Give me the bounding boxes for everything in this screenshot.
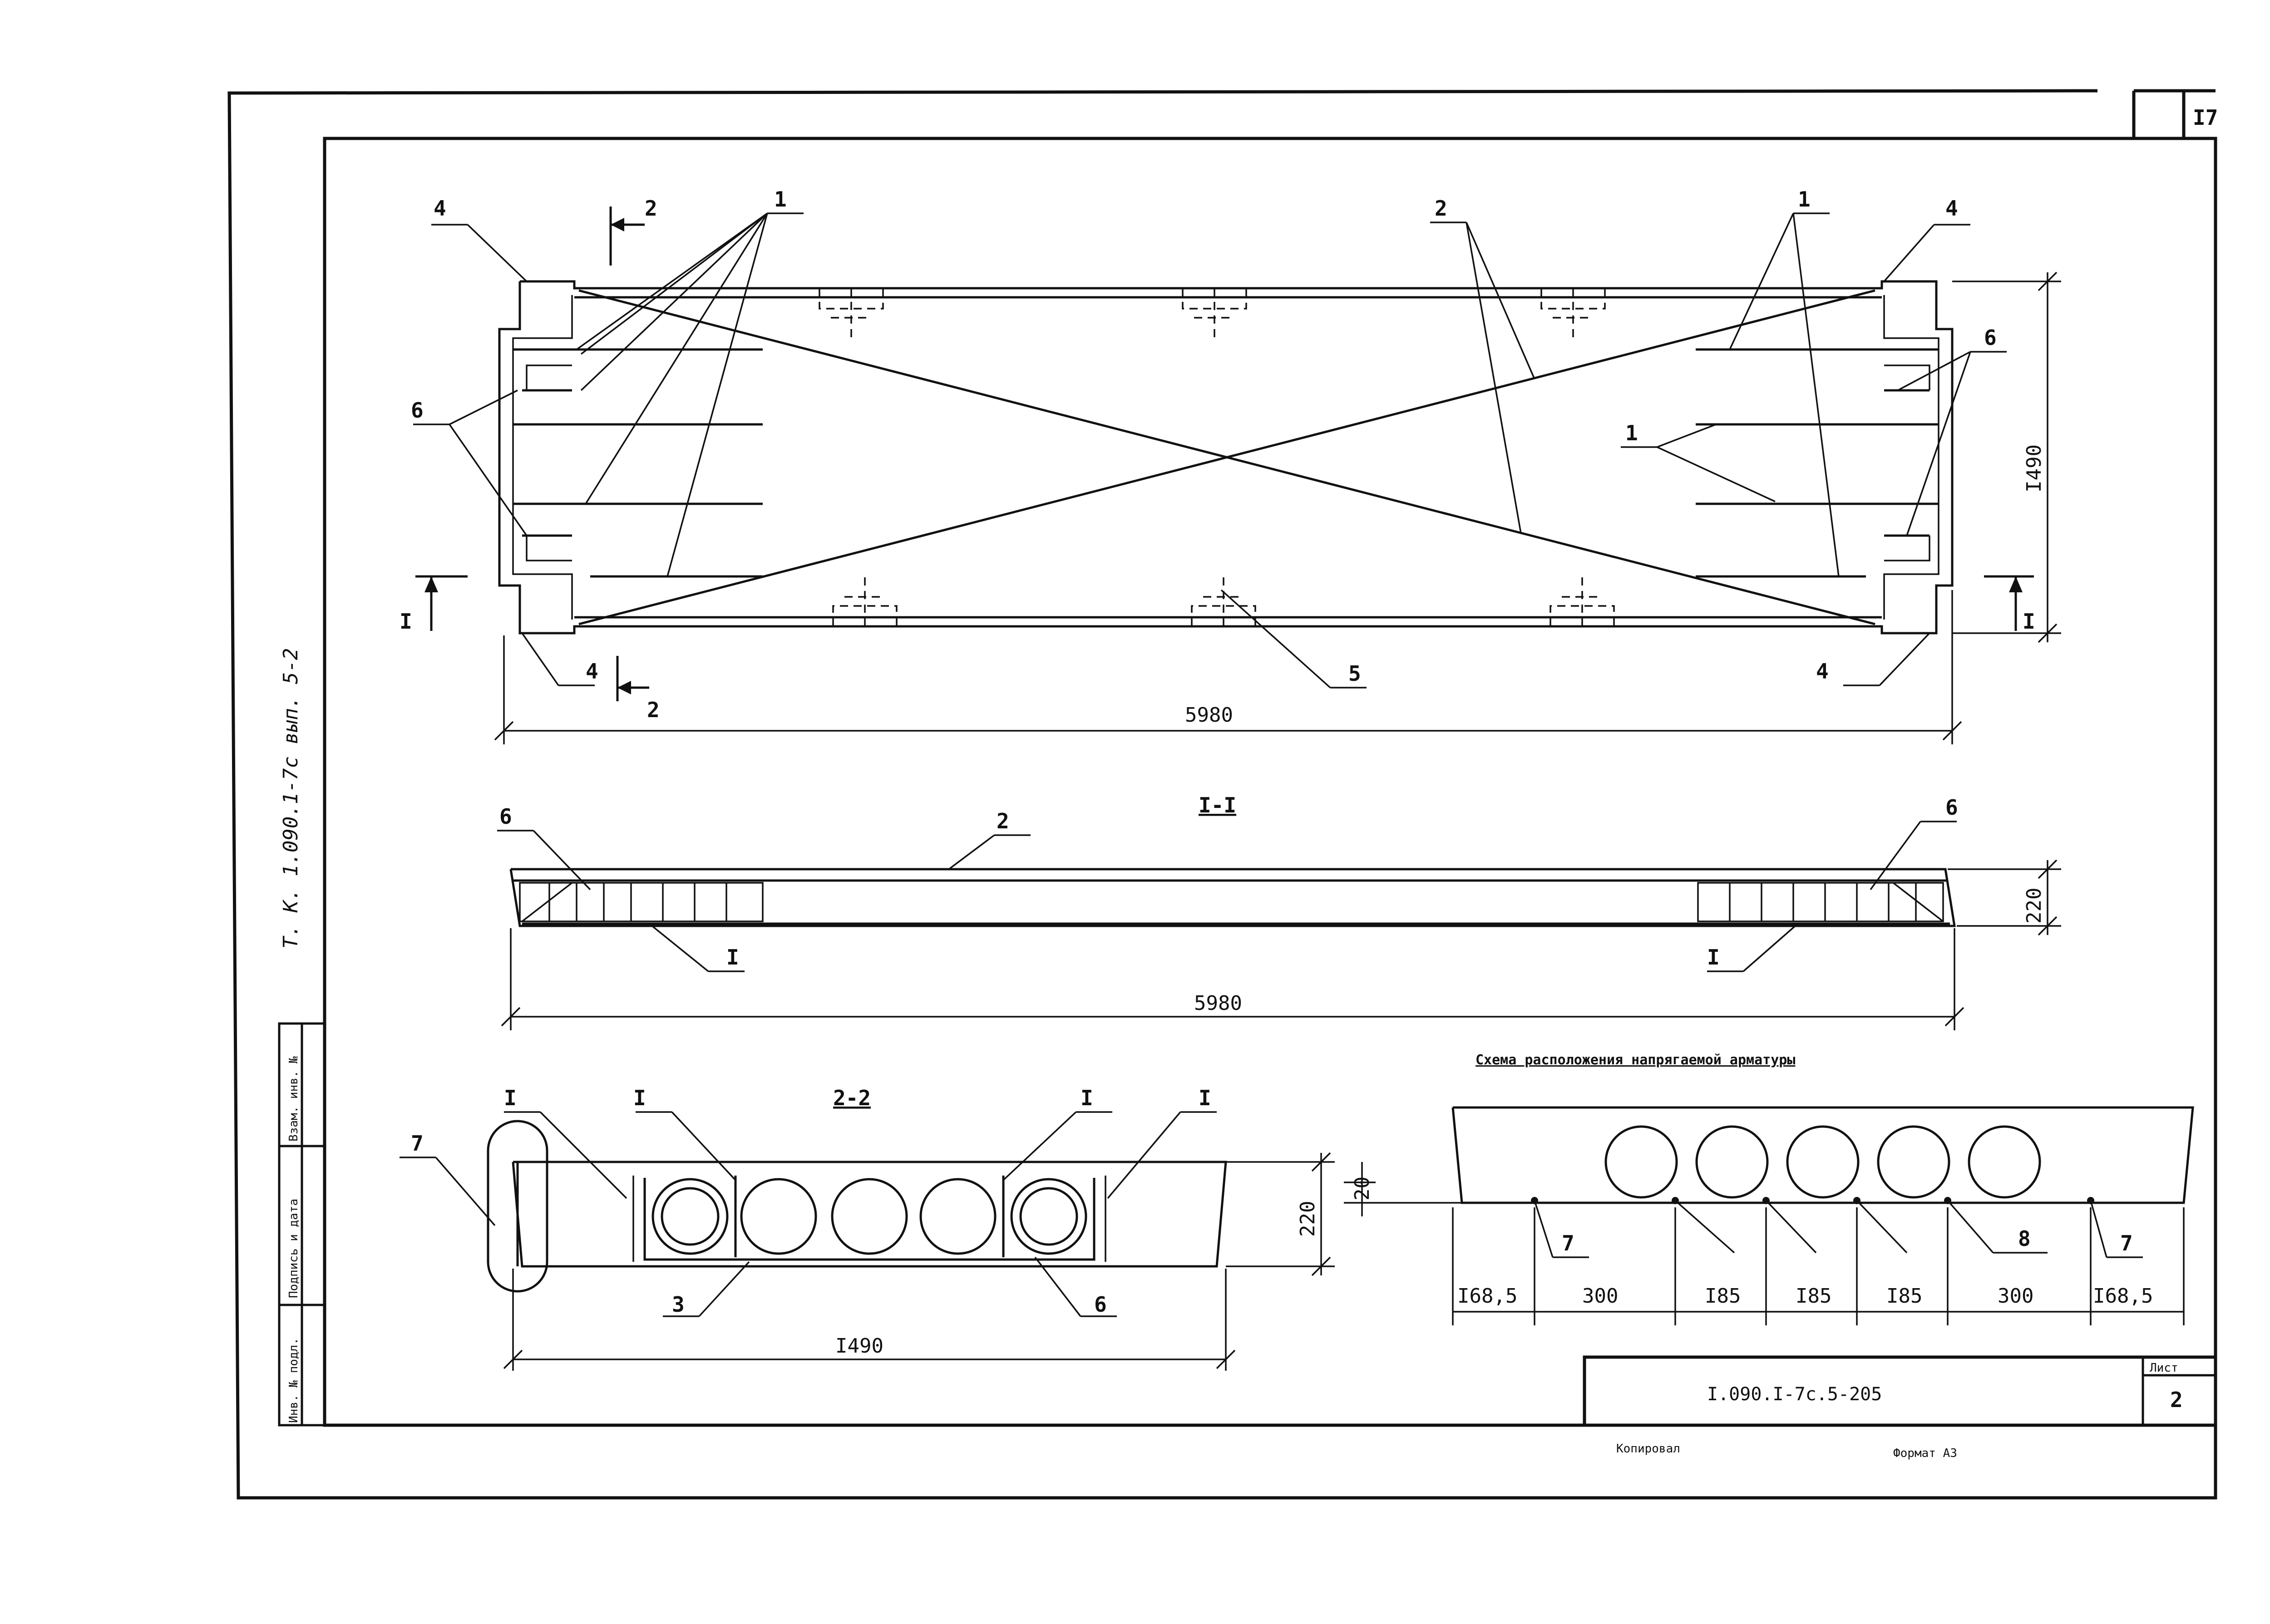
section-2-2 xyxy=(400,1111,1335,1371)
section-2-2-callout-3: 3 xyxy=(672,1292,685,1317)
section-1-1-callout-6-right: 6 xyxy=(1945,795,1958,820)
section-2-2-callout-i-2: I xyxy=(633,1086,646,1110)
list-number: 2 xyxy=(2170,1388,2183,1412)
section-1-1 xyxy=(497,821,2061,1030)
page-number: I7 xyxy=(2193,105,2218,130)
strand-spacing-4: I85 xyxy=(1796,1284,1831,1308)
stamp-cell-inv: Инв. № подл. xyxy=(287,1338,301,1423)
strand-scheme xyxy=(1344,1106,2194,1325)
section-1-1-title: I-I xyxy=(1199,793,1236,817)
plan-callout-4-tr: 4 xyxy=(1945,196,1958,221)
copied-label: Копировал xyxy=(1616,1442,1680,1456)
plan-callout-4-br: 4 xyxy=(1816,659,1829,684)
strand-spacing-7: I68,5 xyxy=(2093,1284,2153,1308)
left-stamp xyxy=(278,1022,326,1427)
plan-callout-1-right-mid: 1 xyxy=(1625,421,1638,445)
plan-callout-1-left: 1 xyxy=(774,187,787,212)
stamp-cell-signature: Подпись и дата xyxy=(287,1199,301,1298)
strand-spacing-5: I85 xyxy=(1886,1284,1922,1308)
section-1-1-callout-i-left: I xyxy=(726,945,739,969)
section-1-1-length-dim: 5980 xyxy=(1194,992,1242,1015)
strand-scheme-title: Схема расположения напрягаемой арматуры xyxy=(1476,1052,1795,1068)
format-label: Формат А3 xyxy=(1893,1447,1957,1460)
plan-callout-1-right: 1 xyxy=(1798,187,1811,212)
plan-callout-6-right: 6 xyxy=(1984,325,1997,350)
section-2-2-title: 2-2 xyxy=(833,1086,871,1110)
section-1-1-callout-6-left: 6 xyxy=(499,804,512,829)
plan-length-dim: 5980 xyxy=(1185,704,1233,727)
plan-callout-4-bl: 4 xyxy=(586,659,598,684)
section-2-2-callout-7: 7 xyxy=(411,1131,424,1156)
section-1-1-callout-2: 2 xyxy=(997,809,1009,833)
drawing-code: I.090.I-7с.5-205 xyxy=(1707,1384,1882,1405)
list-label: Лист xyxy=(2150,1361,2178,1375)
plan-view xyxy=(413,207,2061,744)
section-2-2-callout-6: 6 xyxy=(1094,1292,1107,1317)
section-mark-i-right: I xyxy=(2023,609,2035,634)
strand-callout-7-right: 7 xyxy=(2120,1231,2133,1255)
section-2-2-width-dim: I490 xyxy=(835,1334,883,1358)
section-mark-i-left: I xyxy=(400,609,412,634)
section-2-2-callout-i-4: I xyxy=(1199,1086,1211,1110)
section-mark-2-bottom: 2 xyxy=(647,698,660,722)
section-1-1-height-dim: 220 xyxy=(2023,888,2046,924)
plan-width-dim: I490 xyxy=(2023,444,2046,492)
strand-spacing-6: 300 xyxy=(1998,1284,2033,1308)
section-1-1-callout-i-right: I xyxy=(1707,945,1720,969)
strand-spacing-3: I85 xyxy=(1705,1284,1741,1308)
section-mark-2-top: 2 xyxy=(645,196,657,221)
section-2-2-callout-i-1: I xyxy=(504,1086,517,1110)
strand-spacing-1: I68,5 xyxy=(1457,1284,1517,1308)
strand-callout-7-left: 7 xyxy=(1562,1231,1574,1255)
plan-callout-2: 2 xyxy=(1435,196,1447,221)
plan-callout-5: 5 xyxy=(1348,661,1361,686)
plan-callout-6-left: 6 xyxy=(411,398,424,423)
section-2-2-callout-i-3: I xyxy=(1081,1086,1093,1110)
strand-spacing-2: 300 xyxy=(1582,1284,1618,1308)
strand-callout-8: 8 xyxy=(2018,1226,2031,1251)
strand-scheme-height-dim: 20 xyxy=(1351,1176,1374,1201)
title-block xyxy=(1583,1355,2216,1425)
side-label: Т. К. 1.090.1-7с вып. 5-2 xyxy=(279,648,302,949)
sheet-frame xyxy=(227,89,2217,1500)
stamp-cell-replace: Взам. инв. № xyxy=(287,1056,301,1142)
section-2-2-height-dim: 220 xyxy=(1296,1201,1319,1237)
plan-callout-4-tl: 4 xyxy=(434,196,446,221)
